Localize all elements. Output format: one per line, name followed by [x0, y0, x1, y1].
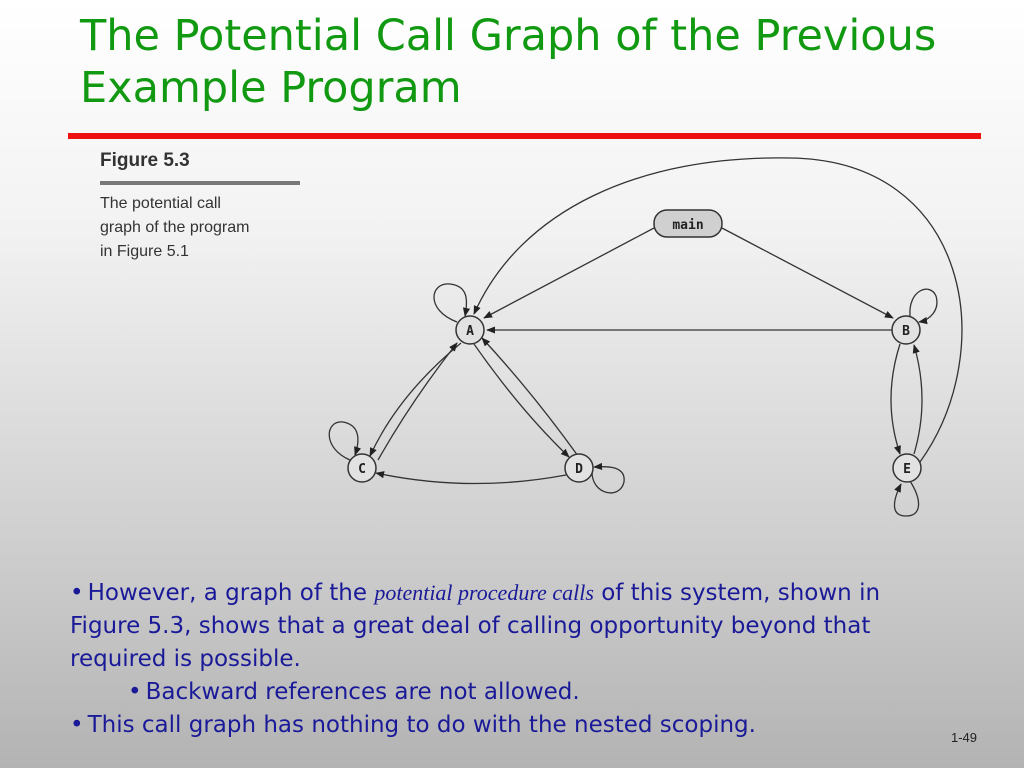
title-line-2: Example Program: [80, 63, 462, 113]
title-line-1: The Potential Call Graph of the Previous: [80, 11, 937, 61]
caption-line: The potential call: [100, 195, 221, 212]
edge-main-B: [721, 227, 894, 319]
node-main: main: [653, 209, 723, 238]
edge-A-D: [473, 343, 570, 458]
node-C: C: [347, 453, 377, 483]
bullet-marker: •: [128, 679, 142, 705]
bullet-1-pre: However, a graph of the: [87, 580, 375, 606]
bullet-2: •Backward references are not allowed.: [70, 676, 950, 709]
bullet-marker: •: [70, 580, 84, 606]
node-B: B: [891, 315, 921, 345]
node-A: A: [455, 315, 485, 345]
caption-line: graph of the program: [100, 219, 250, 236]
node-E-label: E: [903, 462, 911, 477]
node-E: E: [892, 453, 922, 483]
bullet-3-text: This call graph has nothing to do with t…: [87, 712, 756, 738]
edge-E-A: [473, 157, 963, 463]
figure-label: Figure 5.3: [100, 150, 190, 171]
bullet-1: •However, a graph of the potential proce…: [70, 576, 950, 676]
bullet-list: •However, a graph of the potential proce…: [70, 576, 950, 742]
edge-E-B: [912, 344, 923, 455]
self-loop-C: [328, 421, 361, 461]
bullet-2-text: Backward references are not allowed.: [145, 679, 580, 705]
edge-D-A: [481, 337, 579, 457]
bullet-1-emphasis: potential procedure calls: [374, 580, 594, 605]
self-loop-D: [591, 462, 625, 494]
bullet-3: •This call graph has nothing to do with …: [70, 709, 950, 742]
bullet-marker: •: [70, 712, 84, 738]
node-B-label: B: [902, 324, 910, 339]
edge-C-A: [377, 342, 458, 461]
self-loop-E: [893, 480, 920, 517]
self-loop-A: [433, 283, 471, 323]
title-rule: [68, 133, 981, 139]
node-A-label: A: [466, 324, 474, 339]
page-number: 1-49: [951, 730, 978, 745]
slide-title: The Potential Call Graph of the Previous…: [80, 10, 1000, 114]
node-main-label: main: [672, 218, 703, 233]
self-loop-B: [909, 288, 938, 325]
edge-B-E: [890, 343, 901, 455]
figure-rule: [100, 181, 300, 185]
edge-main-A: [483, 227, 655, 319]
node-D-label: D: [575, 462, 583, 477]
caption-line: in Figure 5.1: [100, 243, 189, 260]
edge-D-C: [375, 471, 567, 485]
bullet-1-post: of this system, shown in Figure 5.3, sho…: [70, 580, 881, 672]
node-D: D: [564, 453, 594, 483]
figure-caption: The potential call graph of the program …: [100, 192, 300, 264]
node-C-label: C: [358, 462, 366, 477]
